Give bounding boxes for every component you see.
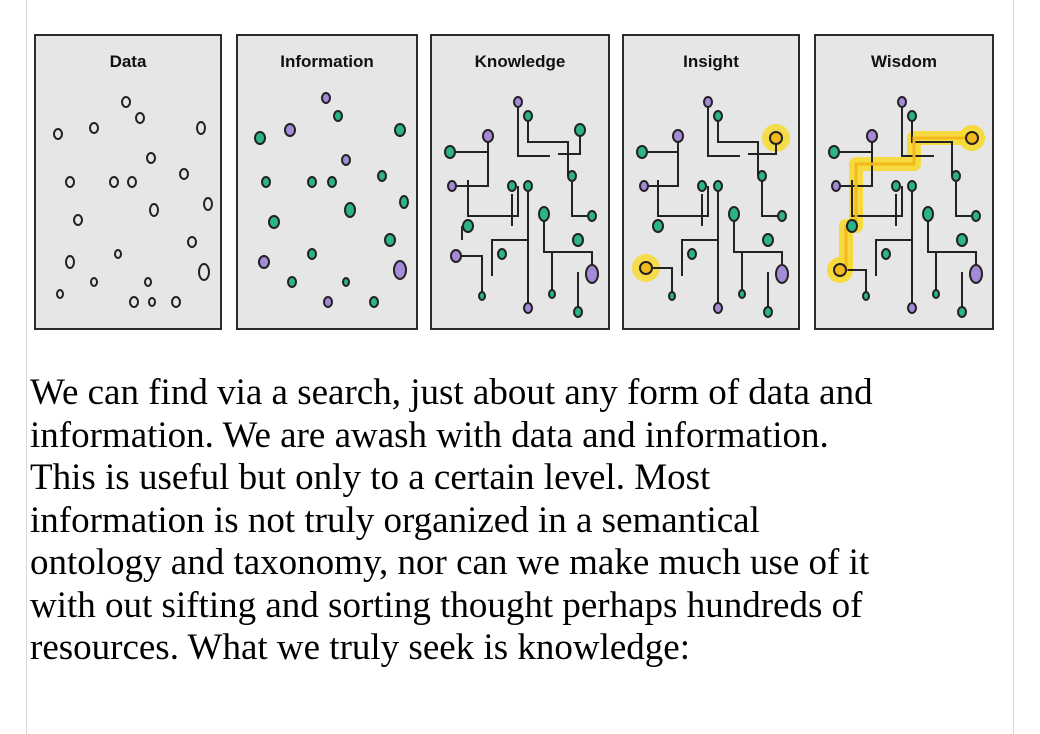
body-line: with out sifting and sorting thought per… (30, 584, 863, 626)
panel-title-information: Information (280, 52, 374, 71)
panel-data: Data (34, 34, 222, 330)
body-line: information. We are awash with data and … (30, 414, 829, 456)
panel-title-wisdom: Wisdom (871, 52, 937, 71)
body-line: information is not truly organized in a … (30, 499, 760, 541)
panel-title-data: Data (109, 52, 147, 71)
wisdom-network (827, 96, 985, 318)
information-dots (254, 92, 409, 308)
dikw-figure: Data Information (34, 34, 1004, 334)
panel-title-insight: Insight (683, 52, 739, 71)
insight-network (632, 96, 790, 318)
body-line: ontology and taxonomy, nor can we make m… (30, 542, 870, 583)
panel-title-knowledge: Knowledge (474, 52, 566, 71)
body-line: We can find via a search, just about any… (30, 372, 873, 413)
data-dots (53, 96, 213, 308)
panel-wisdom: Wisdom (814, 34, 994, 330)
panel-insight: Insight (622, 34, 800, 330)
panel-knowledge: Knowledge (430, 34, 610, 330)
body-line: resources. What we truly seek is knowled… (30, 627, 690, 668)
body-line: This is useful but only to a certain lev… (30, 457, 711, 498)
body-paragraph: We can find via a search, just about any… (30, 372, 1005, 670)
panel-information: Information (236, 34, 418, 330)
knowledge-network (444, 96, 599, 318)
page-frame (26, 0, 1014, 734)
